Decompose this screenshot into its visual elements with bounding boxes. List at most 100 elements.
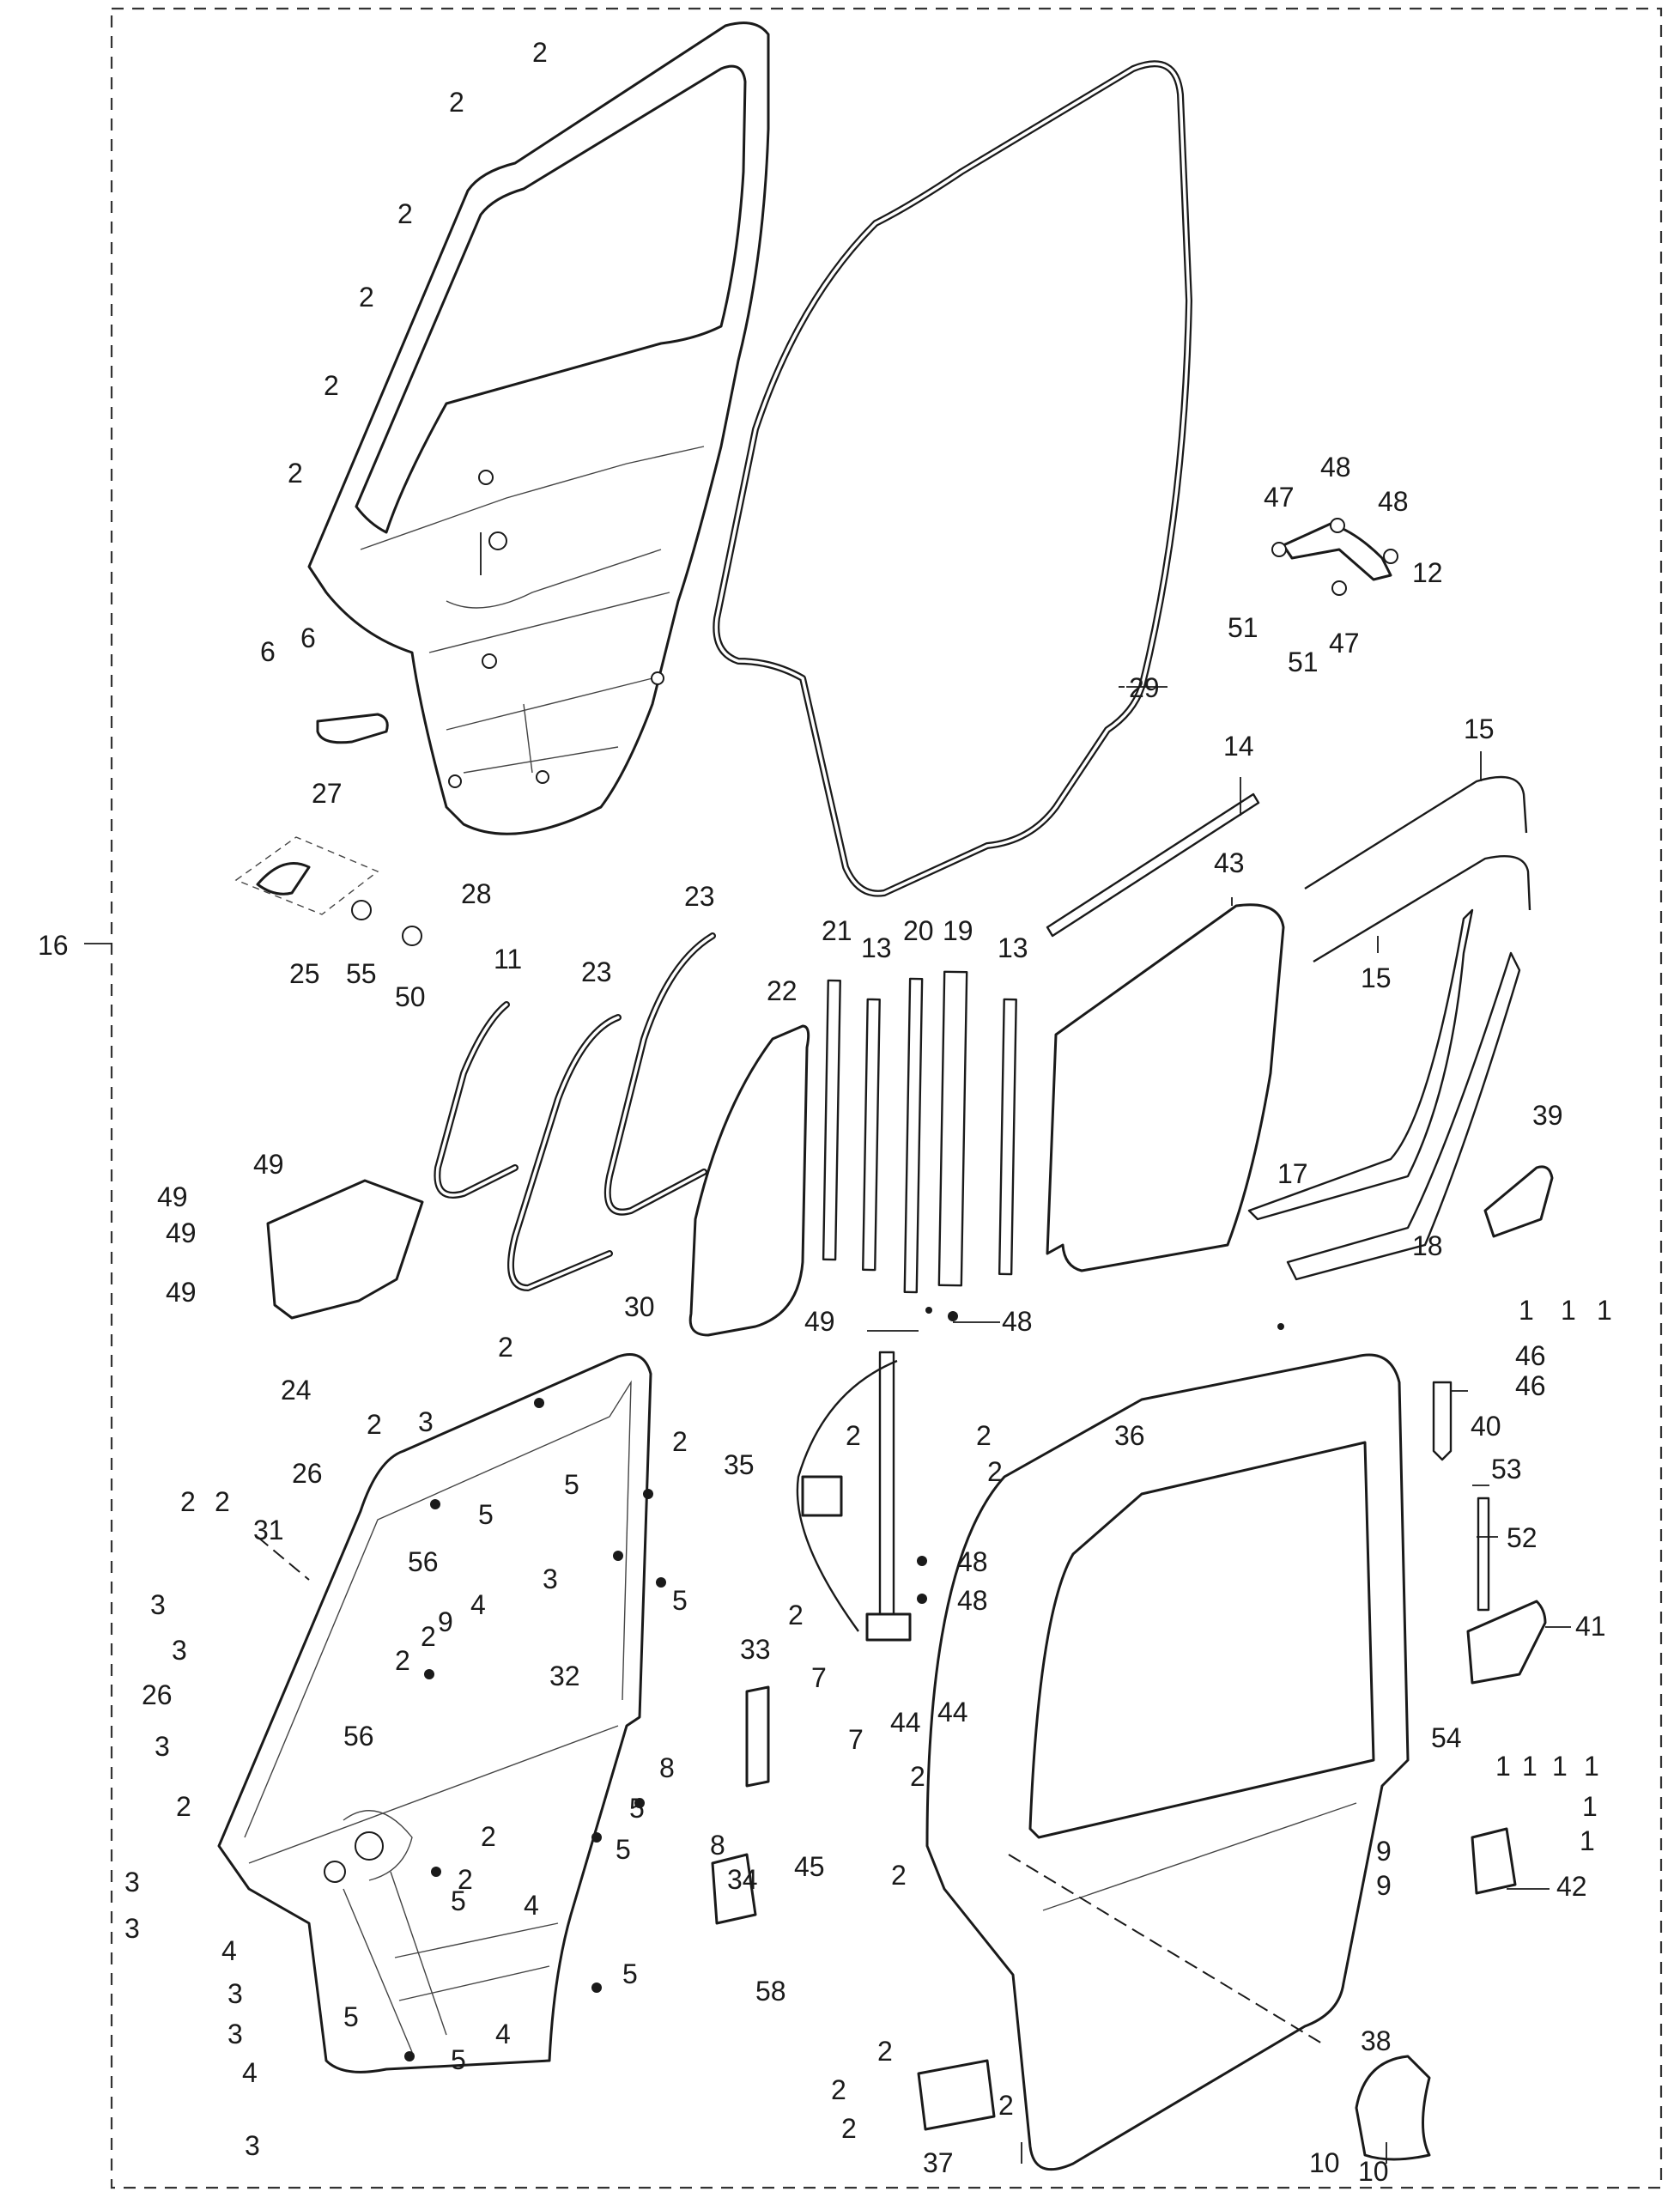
callout-44: 44: [890, 1707, 921, 1738]
seal-23-outer: [603, 932, 716, 1216]
callout-2: 2: [788, 1600, 804, 1630]
callout-2: 2: [458, 1864, 473, 1895]
callout-51: 51: [1288, 647, 1319, 677]
callout-2: 2: [498, 1332, 513, 1363]
callout-49: 49: [157, 1181, 188, 1212]
callout-1: 1: [1522, 1751, 1537, 1782]
callout-5: 5: [451, 1885, 466, 1916]
alignment-line-lock: [257, 1536, 310, 1581]
channel-15-upper: [1304, 775, 1528, 890]
hinge-bolt-52: [1477, 1497, 1490, 1612]
callout-2: 2: [532, 37, 548, 68]
callout-1: 1: [1580, 1825, 1595, 1856]
callout-49: 49: [804, 1306, 835, 1337]
callout-2: 2: [891, 1860, 907, 1891]
callout-9: 9: [1376, 1870, 1392, 1901]
callout-2: 2: [324, 370, 339, 401]
callout-2: 2: [877, 2036, 893, 2067]
callout-28: 28: [461, 878, 492, 909]
callout-3: 3: [543, 1563, 558, 1594]
callout-2: 2: [215, 1486, 230, 1517]
callout-20: 20: [903, 915, 934, 946]
callout-44: 44: [937, 1697, 968, 1727]
fasteners: [404, 1307, 1284, 2061]
callout-27: 27: [312, 778, 343, 809]
channel-17: [1247, 908, 1474, 1221]
callout-3: 3: [227, 1978, 243, 2009]
latch-33: [745, 1685, 770, 1788]
callout-1: 1: [1495, 1751, 1511, 1782]
callout-11: 11: [494, 944, 522, 975]
bracket-39: [1483, 1165, 1554, 1238]
callout-2: 2: [831, 2074, 846, 2105]
assembly-frame: [110, 7, 1663, 2189]
callouts: 2 2 2 2 2 2 6 6 27 28 29 25 55 50 47 48 …: [124, 37, 1612, 2187]
callout-49: 49: [166, 1277, 197, 1308]
callout-5: 5: [564, 1469, 579, 1500]
callout-31: 31: [253, 1515, 284, 1545]
callout-30: 30: [624, 1291, 655, 1322]
callout-2: 2: [846, 1420, 861, 1451]
callout-7: 7: [848, 1724, 864, 1755]
callout-3: 3: [418, 1406, 434, 1437]
callout-1: 1: [1584, 1751, 1599, 1782]
run-channels: [822, 970, 1017, 1294]
callout-56: 56: [343, 1721, 374, 1752]
callout-6: 6: [300, 622, 316, 653]
callout-15: 15: [1464, 713, 1495, 744]
callout-1: 1: [1597, 1295, 1612, 1326]
hinge-plate-41: [1466, 1600, 1547, 1685]
mirror-38: [1355, 2055, 1431, 2161]
callout-49: 49: [166, 1217, 197, 1248]
callout-29: 29: [1129, 672, 1160, 703]
callout-6: 6: [260, 636, 276, 667]
callout-2: 2: [288, 458, 303, 489]
callout-46: 46: [1515, 1370, 1546, 1401]
upper-door-panel: [307, 21, 770, 835]
hinge-plate-42: [1471, 1827, 1517, 1895]
callout-48: 48: [1378, 486, 1409, 517]
callout-47: 47: [1264, 482, 1295, 513]
callout-5: 5: [622, 1958, 638, 1989]
callout-53: 53: [1491, 1454, 1522, 1485]
channel-14: [1046, 792, 1260, 938]
callout-7: 7: [811, 1662, 827, 1693]
callout-4: 4: [495, 2019, 511, 2049]
callout-38: 38: [1361, 2025, 1392, 2056]
callout-14: 14: [1223, 731, 1254, 762]
callout-1: 1: [1582, 1791, 1598, 1822]
callout-2: 2: [359, 282, 374, 313]
callout-4: 4: [242, 2057, 258, 2088]
callout-4: 4: [470, 1589, 486, 1620]
callout-10: 10: [1309, 2147, 1340, 2178]
callout-8: 8: [710, 1830, 725, 1861]
glass-seal: [713, 60, 1192, 897]
callout-1: 1: [1552, 1751, 1568, 1782]
callout-4: 4: [221, 1935, 237, 1966]
callout-1: 1: [1519, 1295, 1534, 1326]
callout-13: 13: [861, 932, 892, 963]
callout-22: 22: [767, 975, 798, 1006]
callout-48: 48: [1320, 452, 1351, 483]
outer-door: [925, 1353, 1410, 2171]
callout-2: 2: [672, 1426, 688, 1457]
callout-55: 55: [346, 958, 377, 989]
callout-47: 47: [1329, 628, 1360, 659]
callout-43: 43: [1214, 847, 1245, 878]
bracket-34: [711, 1853, 757, 1925]
callout-2: 2: [987, 1456, 1003, 1487]
callout-23: 23: [581, 956, 612, 987]
callout-49: 49: [253, 1149, 284, 1180]
callout-5: 5: [478, 1499, 494, 1530]
hinge-bracket: [1271, 518, 1398, 596]
seal-11: [434, 1001, 519, 1199]
callout-13: 13: [998, 932, 1028, 963]
callout-26: 26: [292, 1458, 323, 1489]
callout-37: 37: [923, 2147, 954, 2178]
striker-37: [917, 2059, 996, 2131]
callout-45: 45: [794, 1851, 825, 1882]
callout-35: 35: [724, 1449, 755, 1480]
callout-51: 51: [1228, 612, 1258, 643]
callout-2: 2: [841, 2113, 857, 2144]
callout-48: 48: [1002, 1306, 1033, 1337]
